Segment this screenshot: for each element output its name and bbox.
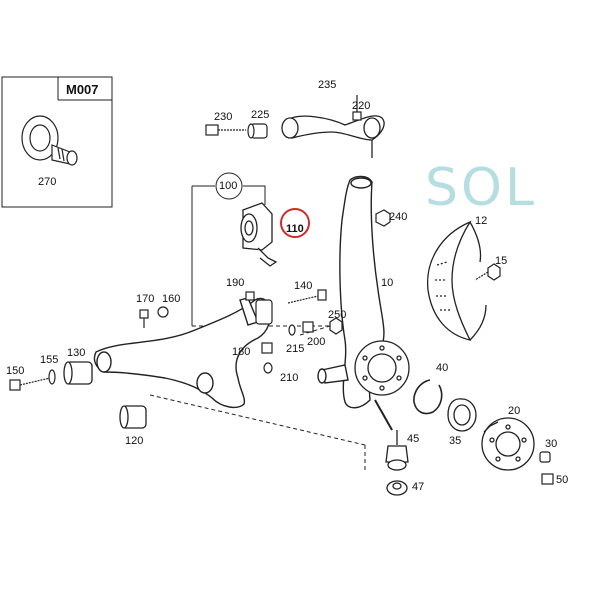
bushing-130 — [63, 361, 93, 385]
ball-joint — [385, 430, 409, 471]
part-label-225: 225 — [251, 109, 270, 121]
watermark-logo: SOL — [425, 158, 537, 218]
wheel-hub — [481, 417, 535, 471]
bolt-15 — [474, 263, 501, 281]
part-label-50: 50 — [556, 474, 569, 486]
inset-code: M007 — [66, 82, 99, 97]
part-label-120: 120 — [125, 435, 144, 447]
part-label-215: 215 — [286, 343, 305, 355]
inset-box — [1, 76, 113, 208]
part-label-35: 35 — [449, 435, 462, 447]
washer-155 — [48, 369, 56, 385]
part-label-100: 100 — [219, 180, 238, 192]
part-label-180: 180 — [232, 346, 251, 358]
nut-50 — [541, 473, 554, 485]
dust-boot — [386, 480, 408, 496]
part-label-150: 150 — [6, 365, 25, 377]
part-label-10: 10 — [381, 277, 394, 289]
cv-joint-part — [21, 115, 78, 166]
part-label-220: 220 — [352, 100, 371, 112]
part-label-250: 250 — [328, 309, 347, 321]
bushing-120 — [119, 405, 147, 429]
bushing-225 — [247, 123, 268, 139]
part-label-155: 155 — [40, 354, 59, 366]
nut-240 — [375, 209, 391, 227]
brake-shield — [426, 220, 487, 341]
part-label-15: 15 — [495, 255, 508, 267]
wheel-bearing — [447, 398, 477, 432]
bushing-part — [240, 202, 278, 267]
bolt-200-215 — [288, 321, 314, 336]
bushing-mount-140 — [255, 289, 327, 325]
bolt-230 — [205, 124, 246, 136]
part-label-240: 240 — [389, 211, 408, 223]
bracket-180-210 — [261, 342, 273, 374]
leader-45 — [374, 399, 393, 431]
part-label-190: 190 — [226, 277, 245, 289]
retaining-ring — [413, 379, 443, 415]
knuckle-flange — [354, 340, 410, 396]
callout-circle-110 — [280, 208, 310, 238]
part-label-30: 30 — [545, 438, 558, 450]
part-label-230: 230 — [214, 111, 233, 123]
bolt-190 — [245, 291, 255, 301]
part-label-210: 210 — [280, 372, 299, 384]
wheel-bolt-30 — [539, 451, 551, 463]
upper-control-arm — [281, 115, 385, 158]
lower-control-arm — [93, 297, 272, 409]
nut-250 — [329, 317, 343, 335]
bolt-150 — [9, 377, 51, 391]
part-label-140: 140 — [294, 280, 313, 292]
part-label-130: 130 — [67, 347, 86, 359]
stud-235 — [352, 95, 362, 121]
part-label-110: 110 — [286, 223, 304, 235]
part-label-40: 40 — [436, 362, 449, 374]
part-label-200: 200 — [307, 336, 326, 348]
part-label-235: 235 — [318, 79, 337, 91]
part-label-47: 47 — [412, 481, 425, 493]
callout-circle-100 — [215, 172, 243, 200]
bolt-170 — [139, 306, 169, 328]
part-label-160: 160 — [162, 293, 181, 305]
part-label-270: 270 — [38, 176, 57, 188]
part-label-12: 12 — [475, 215, 488, 227]
part-label-45: 45 — [407, 433, 420, 445]
part-label-170: 170 — [136, 293, 155, 305]
part-label-20: 20 — [508, 405, 521, 417]
